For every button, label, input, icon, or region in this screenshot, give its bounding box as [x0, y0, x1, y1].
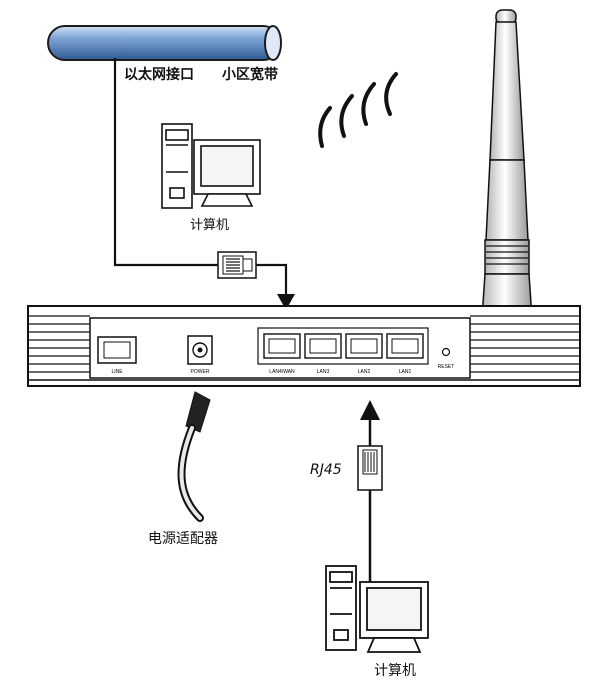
wireless-signal-icon — [318, 72, 398, 148]
ethernet-cable-bottom — [360, 400, 380, 590]
community-broadband-label: 小区宽带 — [222, 67, 278, 83]
lan1-label: LAN1 — [399, 369, 412, 375]
lan2-label: LAN2 — [358, 369, 371, 375]
lan3-label: LAN3 — [317, 369, 330, 375]
lan3-port — [304, 333, 342, 359]
rj45-connector-bottom — [357, 445, 383, 491]
ethernet-port-label: 以太网接口 — [124, 67, 194, 83]
computer-top-icon — [161, 123, 261, 209]
lan4-wan-port — [263, 333, 301, 359]
line-port-label: LINE — [111, 369, 123, 375]
arrow-down-icon — [277, 294, 295, 310]
router: LINE POWER — [27, 305, 581, 387]
ethernet-cable-top — [113, 58, 295, 310]
power-port-label: POWER — [191, 369, 210, 375]
computer-bottom-label: 计算机 — [374, 663, 416, 679]
reset-label: RESET — [438, 364, 455, 370]
power-jack: POWER — [187, 335, 213, 375]
power-adapter-label: 电源适配器 — [148, 531, 218, 547]
lan-port-group: LAN4/WAN LAN3 LAN2 LAN1 — [257, 327, 429, 375]
line-port: LINE — [97, 336, 137, 375]
lan4-wan-label: LAN4/WAN — [269, 369, 295, 375]
lan1-port — [386, 333, 424, 359]
rj45-connector-top — [217, 251, 257, 279]
antenna — [481, 9, 533, 319]
reset-button: RESET — [438, 347, 455, 370]
arrow-up-icon — [360, 400, 380, 420]
broadband-pipe — [47, 25, 282, 61]
computer-top-label: 计算机 — [190, 218, 230, 233]
power-adapter-cable — [177, 391, 211, 522]
rj45-label: RJ45 — [310, 462, 342, 478]
lan2-port — [345, 333, 383, 359]
computer-bottom-icon — [325, 565, 429, 653]
